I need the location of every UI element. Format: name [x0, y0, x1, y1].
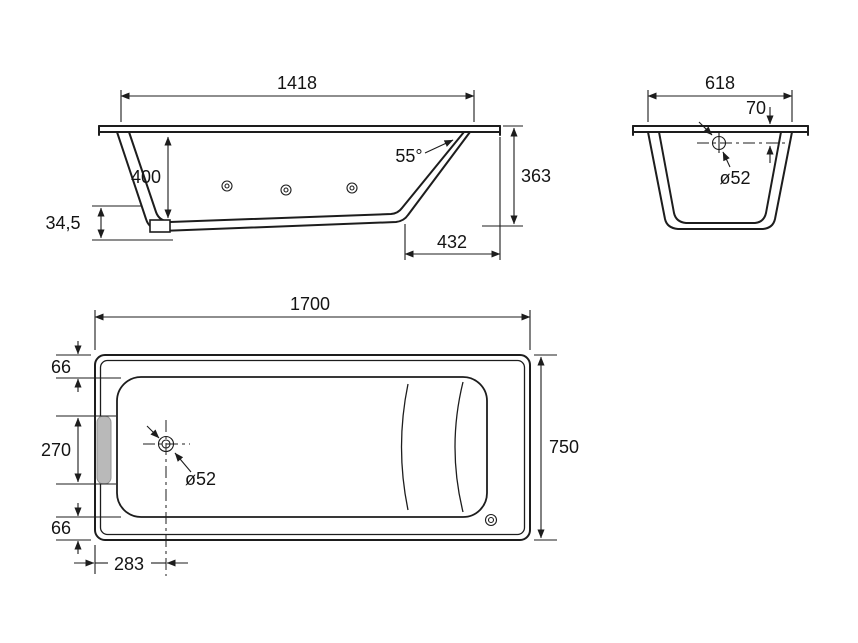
- jet-icon: [221, 180, 233, 192]
- dim-drain-diameter-label: ø52: [719, 168, 750, 188]
- dim-slope-angle: 55°: [395, 139, 454, 166]
- headrest-grip: [96, 415, 112, 485]
- drain-circle-icon: [711, 135, 727, 151]
- drain-pointer-arrow: [698, 121, 713, 136]
- dim-rim-width: 618: [647, 73, 793, 122]
- dim-overall-height: 363: [482, 125, 551, 227]
- dim-base-height-label: 34,5: [45, 213, 80, 233]
- dim-base-height: 34,5: [45, 205, 173, 241]
- plan-view-profile: [94, 354, 531, 541]
- shell-inner-profile: [128, 131, 465, 223]
- basin-outline: [116, 376, 488, 518]
- dim-drain-offset-label: 283: [114, 554, 144, 574]
- dim-inner-depth: 400: [131, 136, 172, 219]
- dim-drain-offset: 283: [74, 545, 188, 574]
- dim-rim-edge-bottom-label: 66: [51, 518, 71, 538]
- dim-inner-depth-label: 400: [131, 167, 161, 187]
- dim-rim-edge-top: 66: [51, 341, 121, 392]
- shell-outer-profile: [116, 131, 471, 232]
- tub-outer-edge: [94, 354, 531, 541]
- shell-outer-profile: [647, 131, 793, 230]
- dim-rim-length-label: 1418: [277, 73, 317, 93]
- drain-outlet: [149, 219, 171, 233]
- dim-rim-length: 1418: [120, 73, 475, 122]
- dim-slope-run: 432: [404, 137, 501, 260]
- dim-drain-drop: 70: [746, 98, 774, 163]
- dim-rim-width-label: 618: [705, 73, 735, 93]
- drain-symbol: [697, 121, 785, 153]
- dim-length: 1700: [94, 294, 531, 350]
- drain-symbol: [143, 420, 190, 576]
- end-view: 618 70 ø52: [632, 73, 809, 230]
- shell-inner-profile: [658, 131, 782, 224]
- dim-rim-edge-top-label: 66: [51, 357, 71, 377]
- drain-circle-inner-icon: [161, 439, 171, 449]
- side-view-profile: [98, 125, 501, 233]
- dim-drain-drop-label: 70: [746, 98, 766, 118]
- dim-width-label: 750: [549, 437, 579, 457]
- dim-slope-angle-label: 55°: [395, 146, 422, 166]
- drain-pointer-arrow: [146, 425, 160, 439]
- slope-contour-line: [400, 383, 409, 511]
- dim-grip-length: 270: [41, 415, 116, 485]
- dim-drain-diameter-label: ø52: [185, 469, 216, 489]
- dim-slope-run-label: 432: [437, 232, 467, 252]
- end-view-profile: [632, 125, 809, 230]
- slope-contour-line: [454, 381, 464, 513]
- dim-drain-diameter: ø52: [719, 151, 751, 188]
- dim-width: 750: [534, 354, 579, 541]
- side-view: 1418 400 55° 363 34,5 432: [45, 73, 551, 260]
- dim-grip-length-label: 270: [41, 440, 71, 460]
- plan-view: 1700 750 66 270 66: [41, 294, 579, 576]
- dim-drain-diameter: ø52: [174, 452, 216, 489]
- jet-icon: [346, 182, 358, 194]
- drain-circle-icon: [157, 435, 175, 453]
- overflow-icon: [484, 513, 498, 527]
- dim-overall-height-label: 363: [521, 166, 551, 186]
- jet-icon: [280, 184, 292, 196]
- dim-length-label: 1700: [290, 294, 330, 314]
- dim-rim-edge-bottom: 66: [51, 503, 121, 554]
